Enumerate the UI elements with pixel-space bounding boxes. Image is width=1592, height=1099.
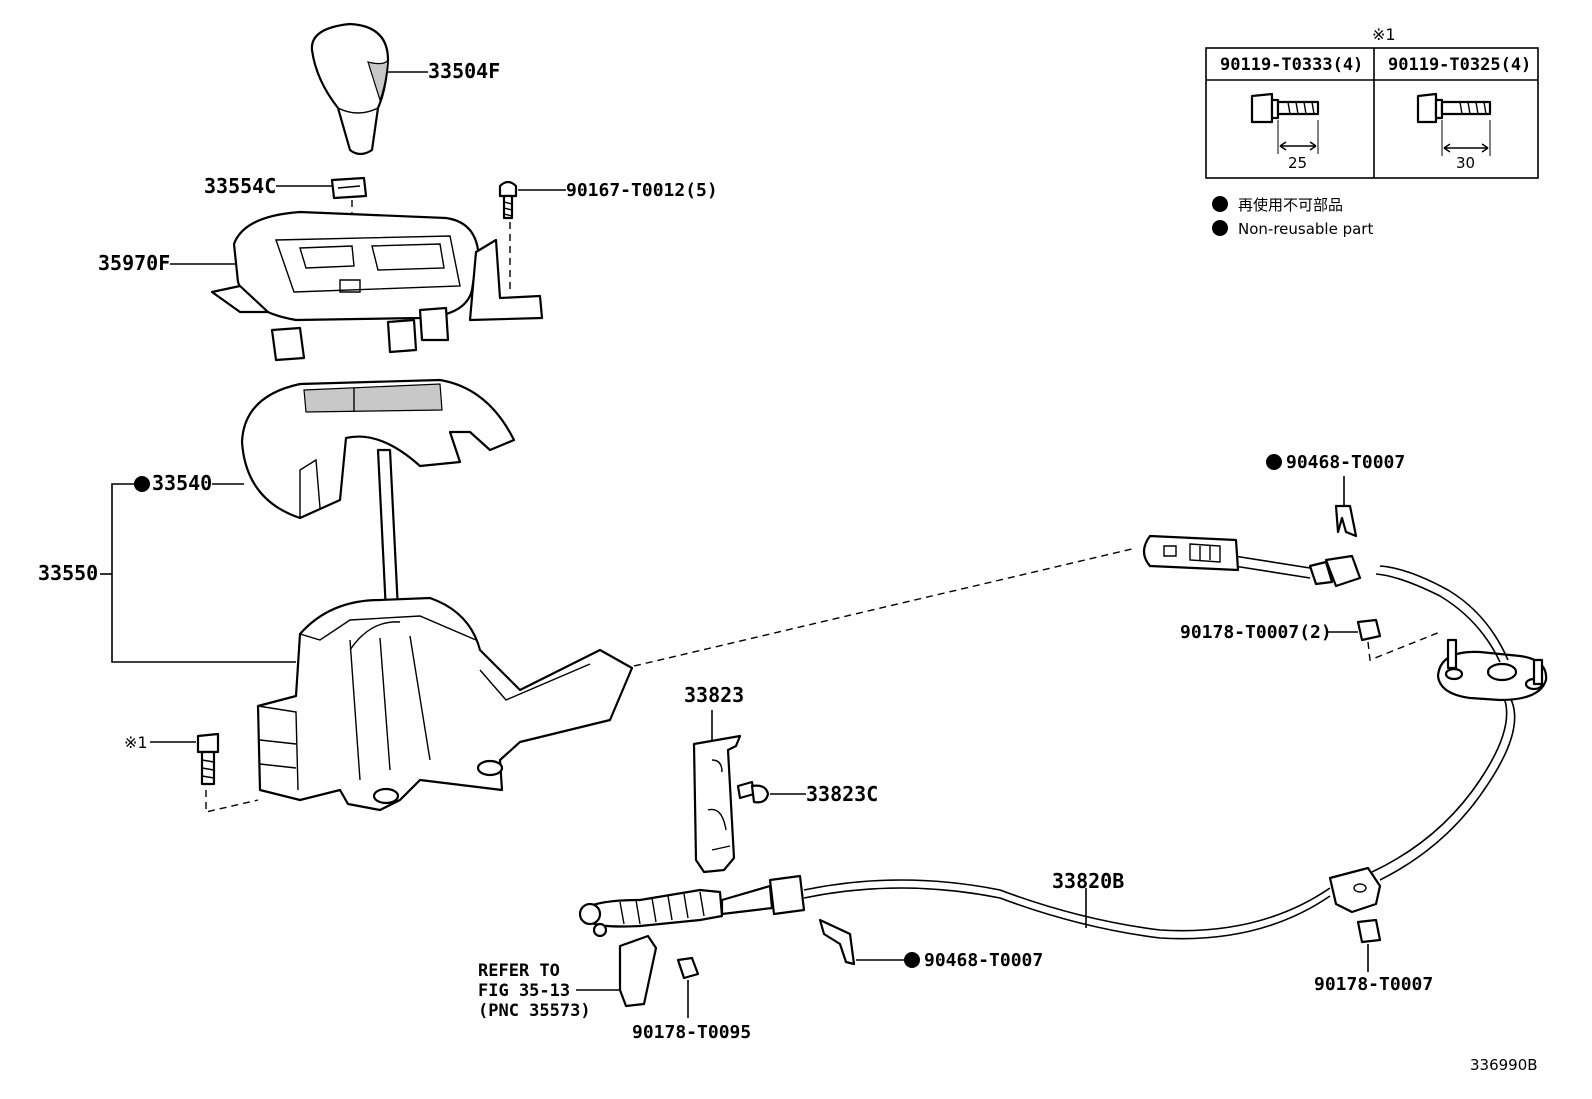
nut-bottom-right — [1356, 918, 1382, 944]
label-refer-3: (PNC 35573) — [478, 1001, 591, 1021]
legend-dot-en — [1212, 220, 1228, 236]
label-nut-bottom: 90178-T0095 — [632, 1022, 751, 1043]
assy-bracket-line — [111, 483, 296, 663]
label-nut-double: 90178-T0007(2) — [1180, 622, 1332, 643]
nut-bottom — [676, 956, 700, 980]
label-bracket-bolt: 33823C — [806, 782, 878, 806]
diagram-id: 336990B — [1470, 1056, 1538, 1074]
label-bolt-ref: ※1 — [124, 733, 148, 752]
bolt-dash — [205, 790, 259, 813]
bolt-table-length-1: 25 — [1288, 154, 1307, 172]
label-refer-2: FIG 35-13 — [478, 981, 570, 1001]
clip-bottom — [818, 918, 856, 966]
bolt-table: ※1 90119-T0333(4) 90119-T0325(4) 25 30 — [1205, 25, 1539, 179]
shift-knob — [310, 22, 390, 156]
non-reusable-dot — [134, 476, 150, 492]
label-clip-top: 90468-T0007 — [1286, 452, 1405, 473]
shift-lever-rod — [376, 448, 400, 614]
cable-bracket — [692, 734, 742, 874]
label-cover: 35970F — [98, 251, 170, 275]
non-reusable-dot-top — [1266, 454, 1282, 470]
label-clip-bottom: 90468-T0007 — [924, 950, 1043, 971]
legend-en: Non-reusable part — [1238, 220, 1373, 238]
label-nut-bottom-right: 90178-T0007 — [1314, 974, 1433, 995]
label-clip: 33554C — [204, 174, 276, 198]
label-bracket: 33823 — [684, 683, 744, 707]
legend-jp: 再使用不可部品 — [1238, 196, 1343, 214]
nut-double-dash — [1367, 631, 1441, 661]
cable-dash-line — [633, 547, 1137, 667]
bolt-table-length-2: 30 — [1456, 154, 1475, 172]
shift-base — [256, 596, 634, 812]
non-reusable-dot-bottom — [904, 952, 920, 968]
indicator-housing — [240, 378, 516, 520]
label-shift-assy: 33550 — [38, 561, 98, 585]
nut-double — [1356, 618, 1382, 642]
refer-bracket — [618, 934, 658, 1008]
bolt-table-note: ※1 — [1372, 25, 1396, 44]
label-knob: 33504F — [428, 59, 500, 83]
clip-top — [1334, 504, 1358, 538]
bracket-bolt — [736, 780, 770, 804]
label-indicator: 33540 — [152, 471, 212, 495]
bolt-table-part-2: 90119-T0325(4) — [1388, 55, 1531, 75]
label-refer-1: REFER TO — [478, 961, 560, 981]
legend-dot-jp — [1212, 196, 1228, 212]
mounting-bolt — [196, 732, 220, 786]
housing-cover — [210, 210, 544, 362]
shift-clip — [330, 176, 368, 200]
label-screw: 90167-T0012(5) — [566, 180, 718, 201]
label-cable: 33820B — [1052, 869, 1124, 893]
control-cable — [578, 534, 1548, 940]
legend: 再使用不可部品 Non-reusable part — [1212, 196, 1373, 238]
bolt-table-part-1: 90119-T0333(4) — [1220, 55, 1363, 75]
screw — [498, 180, 518, 220]
